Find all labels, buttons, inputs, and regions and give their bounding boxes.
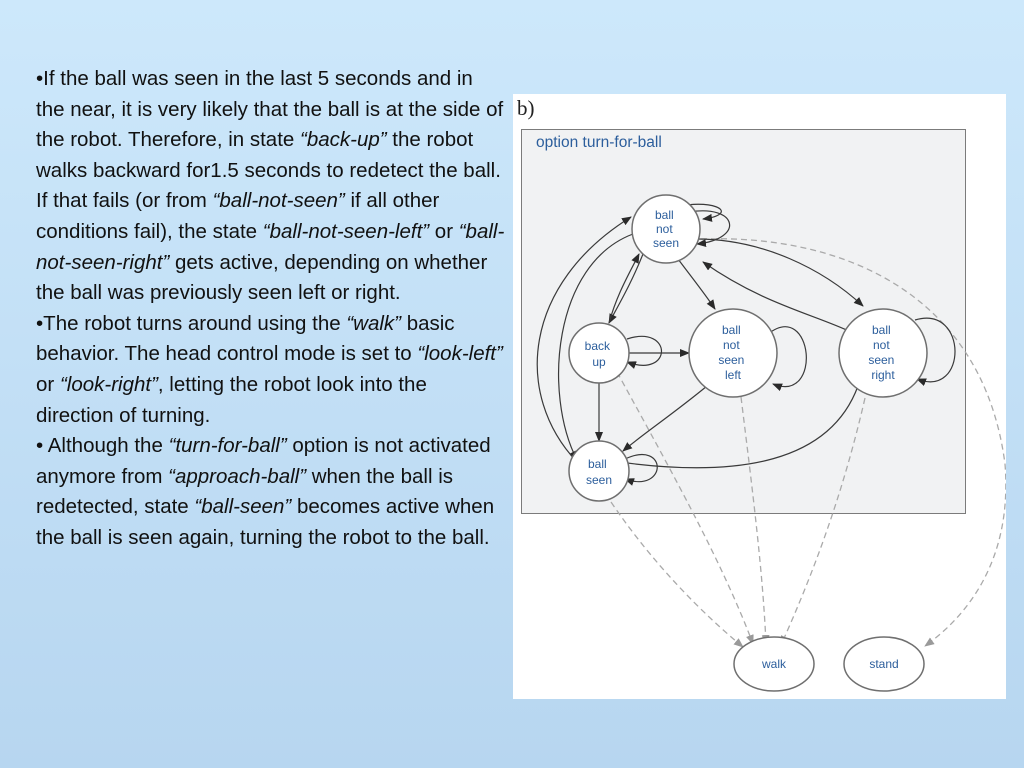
svg-text:ball not seen: ball not seen right <box>868 323 897 382</box>
italic-term: “walk” <box>346 311 401 335</box>
edge-ballnotseen-stand <box>700 238 1006 647</box>
paragraph-3: • Although the “turn-for-ball” option is… <box>36 431 506 553</box>
node-ball-not-seen: ball not seen <box>631 194 701 264</box>
italic-term: “look-right” <box>59 372 158 396</box>
node-label: not <box>656 222 673 236</box>
node-label: up <box>592 355 606 369</box>
edge-backup-walk <box>616 371 754 645</box>
italic-term: “ball-not-seen-left” <box>262 219 430 243</box>
text-column: •If the ball was seen in the last 5 seco… <box>36 64 506 554</box>
italic-term: “ball-not-seen” <box>212 189 345 213</box>
edge-ballnotseen-backup <box>608 253 644 324</box>
edge-ballnotseen-ballseen <box>558 233 634 461</box>
text-run: , letting the robot look into the direct… <box>36 372 427 427</box>
node-walk: walk <box>733 636 815 692</box>
text-run: •If the ball was seen in the last 5 seco… <box>36 67 504 152</box>
text-run: when the ball is redetected, state <box>36 464 454 519</box>
node-label: walk <box>761 657 787 671</box>
node-label: seen <box>868 353 894 367</box>
edge-right-walk <box>780 397 866 646</box>
edge-right-ballnotseen <box>702 261 852 333</box>
node-label: not <box>723 338 740 352</box>
edge-ballseen-walk <box>610 501 744 648</box>
text-run: •The robot turns around using the <box>36 311 347 335</box>
node-label: right <box>871 368 895 382</box>
option-title: option turn-for-ball <box>536 134 662 151</box>
state-diagram-figure: b) option turn-for-ball <box>513 94 1006 699</box>
edge-ballnotseen-left <box>677 258 716 310</box>
italic-term: “ball-seen” <box>194 495 292 519</box>
node-label: back <box>585 339 611 353</box>
figure-label: b) <box>517 96 535 120</box>
node-label: not <box>873 338 890 352</box>
paragraph-2: •The robot turns around using the “walk”… <box>36 309 506 431</box>
selfloop-left <box>767 326 807 392</box>
node-label: ball <box>722 323 741 337</box>
edge-left-walk <box>740 396 770 645</box>
italic-term: “back-up” <box>300 128 387 152</box>
text-run: the robot walks backward for1.5 seconds … <box>36 128 501 213</box>
node-label: seen <box>653 236 679 250</box>
node-ball-not-seen-right: ball not seen right <box>838 308 928 398</box>
node-ball-not-seen-left: ball not seen left <box>688 308 778 398</box>
italic-term: “approach-ball” <box>168 464 307 488</box>
text-run: gets active, depending on whether the ba… <box>36 250 488 305</box>
svg-text:ball not seen: ball not seen left <box>718 323 747 382</box>
svg-text:walk: walk <box>761 657 787 671</box>
edge-right-ballseen <box>570 385 859 469</box>
edge-backup-ballnotseen <box>608 253 640 324</box>
italic-term: “look-left” <box>417 342 503 366</box>
edge-left-ballseen <box>622 385 708 452</box>
italic-term: “turn-for-ball” <box>168 434 287 458</box>
node-label: ball <box>588 457 607 471</box>
italic-term: “ball-not-seen-right” <box>36 219 505 274</box>
text-run: becomes active when the ball is seen aga… <box>36 495 495 549</box>
selfloop-ballnotseen <box>688 210 730 248</box>
edge-left-backup-long <box>536 216 632 463</box>
state-graph: ball not seen back up ball not seen left <box>536 194 1006 692</box>
node-label: seen <box>586 473 612 487</box>
svg-text:ball not seen: ball not seen <box>653 208 679 250</box>
selfloop-right <box>914 317 956 386</box>
svg-text:back up: back up <box>585 339 614 369</box>
selfloop-ballseen <box>624 453 658 486</box>
node-label: seen <box>718 353 744 367</box>
node-label: ball <box>872 323 891 337</box>
paragraph-1: •If the ball was seen in the last 5 seco… <box>36 64 506 309</box>
svg-text:stand: stand <box>869 657 898 671</box>
text-run: basic behavior. The head control mode is… <box>36 311 455 366</box>
selfloop-backup <box>626 335 662 369</box>
text-run: if all other conditions fail), the state <box>36 189 440 243</box>
node-label: ball <box>655 208 674 222</box>
text-run: or <box>36 372 60 396</box>
text-run: option is not activated anymore from <box>36 434 491 488</box>
node-label: stand <box>869 657 898 671</box>
node-ball-seen: ball seen <box>568 440 630 502</box>
text-run: • Although the <box>36 434 169 458</box>
node-stand: stand <box>843 636 925 692</box>
node-label: left <box>725 368 742 382</box>
text-run: or <box>429 219 459 243</box>
svg-text:ball seen: ball seen <box>586 457 612 487</box>
edge-ballnotseen-right <box>695 238 864 307</box>
node-back-up: back up <box>568 322 630 384</box>
